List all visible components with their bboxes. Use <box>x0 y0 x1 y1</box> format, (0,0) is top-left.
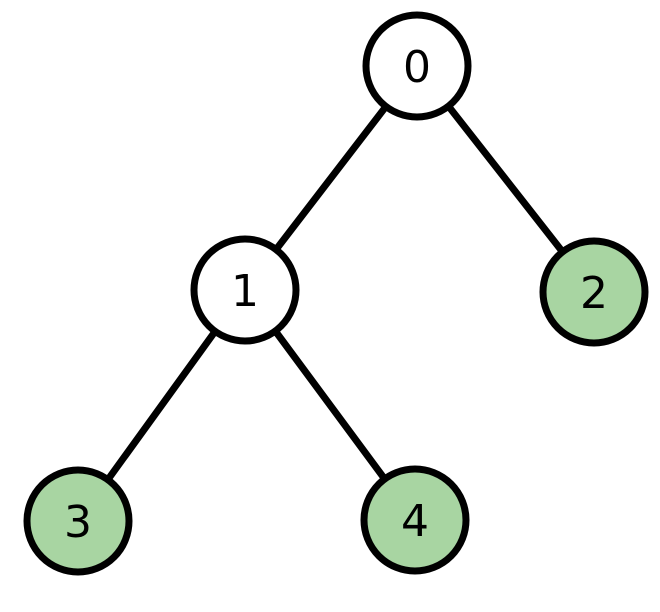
tree-node-circle-1 <box>190 235 300 345</box>
tree-node-2: 2 <box>539 237 649 347</box>
nodes-layer: 0 1 2 3 4 <box>23 11 649 576</box>
tree-node-label-4: 4 <box>401 496 429 547</box>
tree-node-label-2: 2 <box>580 268 608 319</box>
tree-node-0: 0 <box>362 11 472 121</box>
tree-node-circle-2 <box>539 237 649 347</box>
tree-node-circle-0 <box>362 11 472 121</box>
edges-layer <box>74 62 598 525</box>
tree-node-3: 3 <box>23 466 133 576</box>
tree-node-label-3: 3 <box>64 497 92 548</box>
tree-node-circle-3 <box>23 466 133 576</box>
tree-node-label-1: 1 <box>231 266 259 317</box>
tree-node-1: 1 <box>190 235 300 345</box>
tree-node-4: 4 <box>360 465 470 575</box>
tree-node-label-0: 0 <box>403 42 431 93</box>
tree-node-circle-4 <box>360 465 470 575</box>
